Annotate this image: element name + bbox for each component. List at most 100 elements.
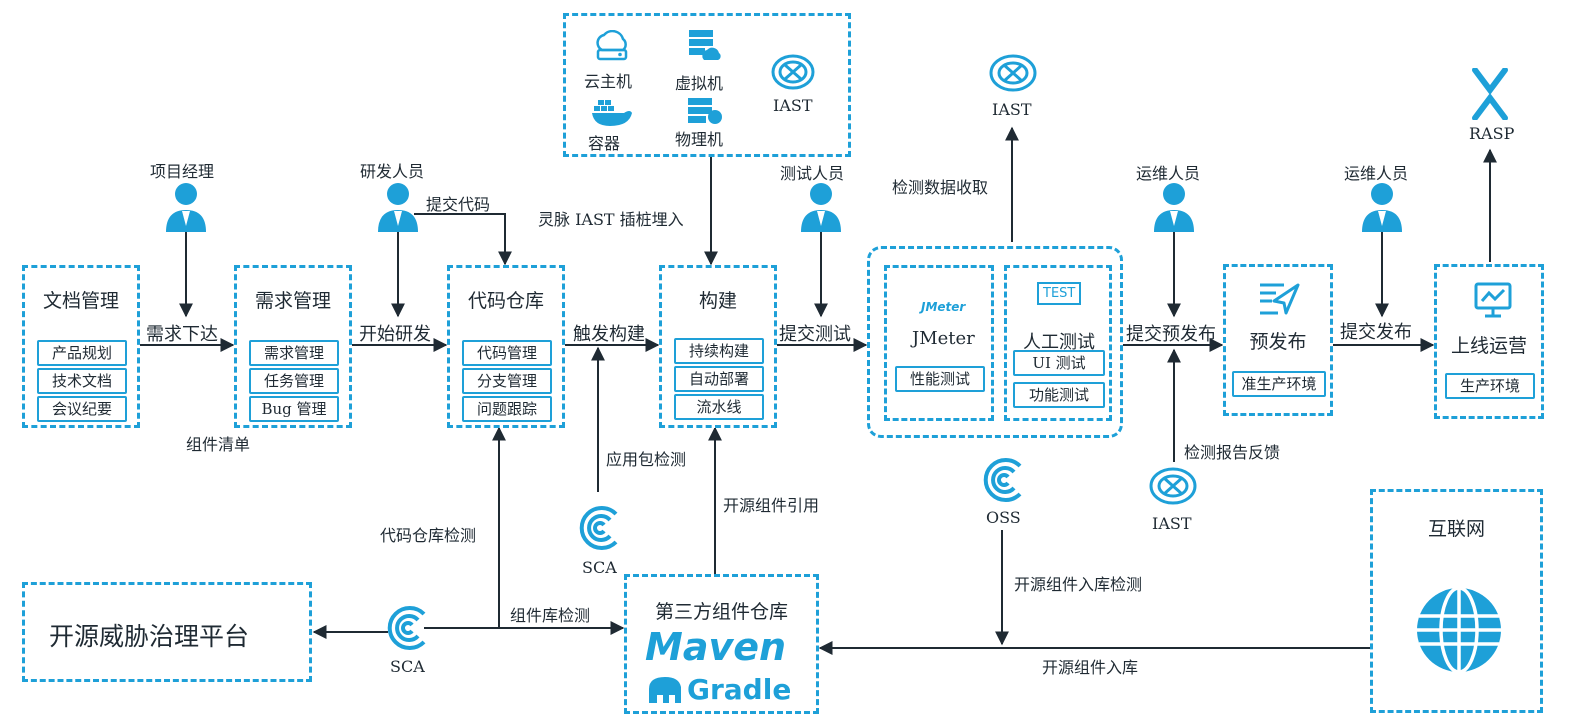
edge-commit bbox=[414, 213, 512, 266]
ui-test-chip: UI 测试 bbox=[1013, 350, 1105, 376]
internet-box: 互联网 bbox=[1370, 489, 1543, 713]
gradle-logo: Gradle bbox=[687, 673, 792, 706]
build-title: 构建 bbox=[698, 290, 737, 312]
dashboard-icon bbox=[1474, 282, 1512, 318]
iast-env-label: IAST bbox=[773, 96, 813, 115]
label-lib-check: 组件库检测 bbox=[510, 606, 591, 625]
test-logo: TEST bbox=[1037, 282, 1082, 305]
doc-item-1: 产品规划 bbox=[37, 340, 127, 366]
online-title: 上线运营 bbox=[1450, 335, 1527, 357]
req-item-2: 任务管理 bbox=[249, 368, 339, 394]
repo-item-1: 代码管理 bbox=[462, 340, 552, 366]
third-party-title: 第三方组件仓库 bbox=[654, 601, 788, 623]
sca-label-2: SCA bbox=[390, 657, 425, 676]
label-components: 组件清单 bbox=[186, 435, 251, 454]
developer-icon bbox=[378, 183, 418, 232]
label-feedback: 检测报告反馈 bbox=[1184, 443, 1281, 462]
vm-label: 虚拟机 bbox=[675, 74, 724, 93]
container-icon bbox=[592, 100, 632, 126]
rasp-icon bbox=[1472, 68, 1508, 120]
role-project-manager: 项目经理 bbox=[150, 162, 215, 181]
doc-title: 文档管理 bbox=[42, 290, 119, 312]
label-req-issue: 需求下达 bbox=[146, 324, 218, 345]
role-ops-2: 运维人员 bbox=[1344, 164, 1409, 183]
label-iast-inject: 灵脉 IAST 插桩埋入 bbox=[538, 210, 684, 229]
cloud-host-label: 云主机 bbox=[584, 72, 633, 91]
ops-icon-2 bbox=[1362, 183, 1402, 232]
physical-machine-icon bbox=[688, 98, 722, 124]
manual-test-label: 人工测试 bbox=[1023, 332, 1095, 353]
label-trigger-build: 触发构建 bbox=[573, 324, 645, 345]
manual-test-box: TEST 人工测试 UI 测试 功能测试 bbox=[1004, 265, 1112, 421]
vm-icon bbox=[689, 30, 721, 60]
code-repo-box: 代码仓库 代码管理 分支管理 问题跟踪 bbox=[447, 265, 565, 428]
jmeter-label: JMeter bbox=[912, 328, 975, 349]
jmeter-logo: JMeter bbox=[921, 300, 966, 314]
prerelease-icon bbox=[1260, 283, 1300, 315]
label-commit: 提交代码 bbox=[426, 195, 491, 214]
label-submit-pre: 提交预发布 bbox=[1126, 324, 1216, 345]
sca-icon-1 bbox=[579, 506, 618, 550]
role-developer: 研发人员 bbox=[360, 162, 425, 181]
gradle-elephant-icon bbox=[649, 677, 681, 703]
func-test-chip: 功能测试 bbox=[1013, 382, 1105, 408]
req-item-3: Bug 管理 bbox=[249, 396, 339, 422]
sca-label-1: SCA bbox=[582, 558, 617, 577]
container-label: 容器 bbox=[588, 134, 621, 153]
oss-icon bbox=[983, 458, 1022, 502]
label-oss-in-check: 开源组件入库检测 bbox=[1014, 575, 1143, 594]
repo-item-3: 问题跟踪 bbox=[462, 396, 552, 422]
repo-item-2: 分支管理 bbox=[462, 368, 552, 394]
oss-label: OSS bbox=[986, 508, 1021, 527]
label-submit-release: 提交发布 bbox=[1340, 322, 1412, 343]
online-env-chip: 生产环境 bbox=[1445, 373, 1535, 399]
iast-icon bbox=[771, 54, 815, 90]
label-submit-test: 提交测试 bbox=[779, 324, 851, 345]
maven-logo: Maven bbox=[645, 625, 787, 669]
label-repo-check: 代码仓库检测 bbox=[380, 526, 477, 545]
build-box: 构建 持续构建 自动部署 流水线 bbox=[659, 265, 777, 428]
online-box: 上线运营 生产环境 bbox=[1434, 264, 1544, 419]
build-item-1: 持续构建 bbox=[674, 338, 764, 364]
req-item-1: 需求管理 bbox=[249, 340, 339, 366]
prerelease-title: 预发布 bbox=[1249, 331, 1307, 353]
build-item-3: 流水线 bbox=[674, 394, 764, 420]
internet-title: 互联网 bbox=[1427, 518, 1485, 540]
prerelease-box: 预发布 准生产环境 bbox=[1223, 264, 1333, 416]
req-title: 需求管理 bbox=[254, 290, 331, 312]
build-item-2: 自动部署 bbox=[674, 366, 764, 392]
perf-test-chip: 性能测试 bbox=[895, 366, 985, 392]
label-oss-in: 开源组件入库 bbox=[1042, 658, 1139, 677]
cloud-host-icon bbox=[596, 30, 628, 61]
third-party-repo-box: 第三方组件仓库 Maven Gradle bbox=[624, 574, 819, 714]
ops-icon-1 bbox=[1154, 183, 1194, 232]
role-tester: 测试人员 bbox=[780, 164, 845, 183]
runtime-env-box: 云主机 虚拟机 IAST 容器 物理机 bbox=[563, 13, 851, 157]
doc-item-2: 技术文档 bbox=[37, 368, 127, 394]
iast-bottom-icon bbox=[1149, 467, 1197, 505]
label-oss-ref: 开源组件引用 bbox=[723, 496, 820, 515]
platform-title: 开源威胁治理平台 bbox=[49, 622, 250, 651]
iast-bottom-label: IAST bbox=[1152, 514, 1192, 533]
tester-icon bbox=[801, 183, 841, 232]
label-collect: 检测数据收取 bbox=[892, 178, 989, 197]
prerelease-env-chip: 准生产环境 bbox=[1232, 371, 1326, 397]
physical-machine-label: 物理机 bbox=[675, 130, 724, 149]
role-ops-1: 运维人员 bbox=[1136, 164, 1201, 183]
iast-top-icon bbox=[989, 54, 1037, 92]
doc-management-box: 文档管理 产品规划 技术文档 会议纪要 bbox=[22, 265, 140, 428]
repo-title: 代码仓库 bbox=[467, 290, 544, 312]
sca-icon-2 bbox=[387, 606, 426, 650]
test-box: JMeter JMeter 性能测试 TEST 人工测试 UI 测试 功能测试 bbox=[867, 246, 1123, 438]
requirement-box: 需求管理 需求管理 任务管理 Bug 管理 bbox=[234, 265, 352, 428]
threat-platform-box: 开源威胁治理平台 bbox=[22, 582, 312, 682]
jmeter-box: JMeter JMeter 性能测试 bbox=[884, 265, 994, 421]
project-manager-icon bbox=[166, 183, 206, 232]
label-start-dev: 开始研发 bbox=[359, 324, 431, 345]
globe-icon bbox=[1417, 586, 1501, 674]
iast-top-label: IAST bbox=[992, 100, 1032, 119]
rasp-label: RASP bbox=[1469, 124, 1515, 143]
label-pkg-check: 应用包检测 bbox=[606, 450, 687, 469]
